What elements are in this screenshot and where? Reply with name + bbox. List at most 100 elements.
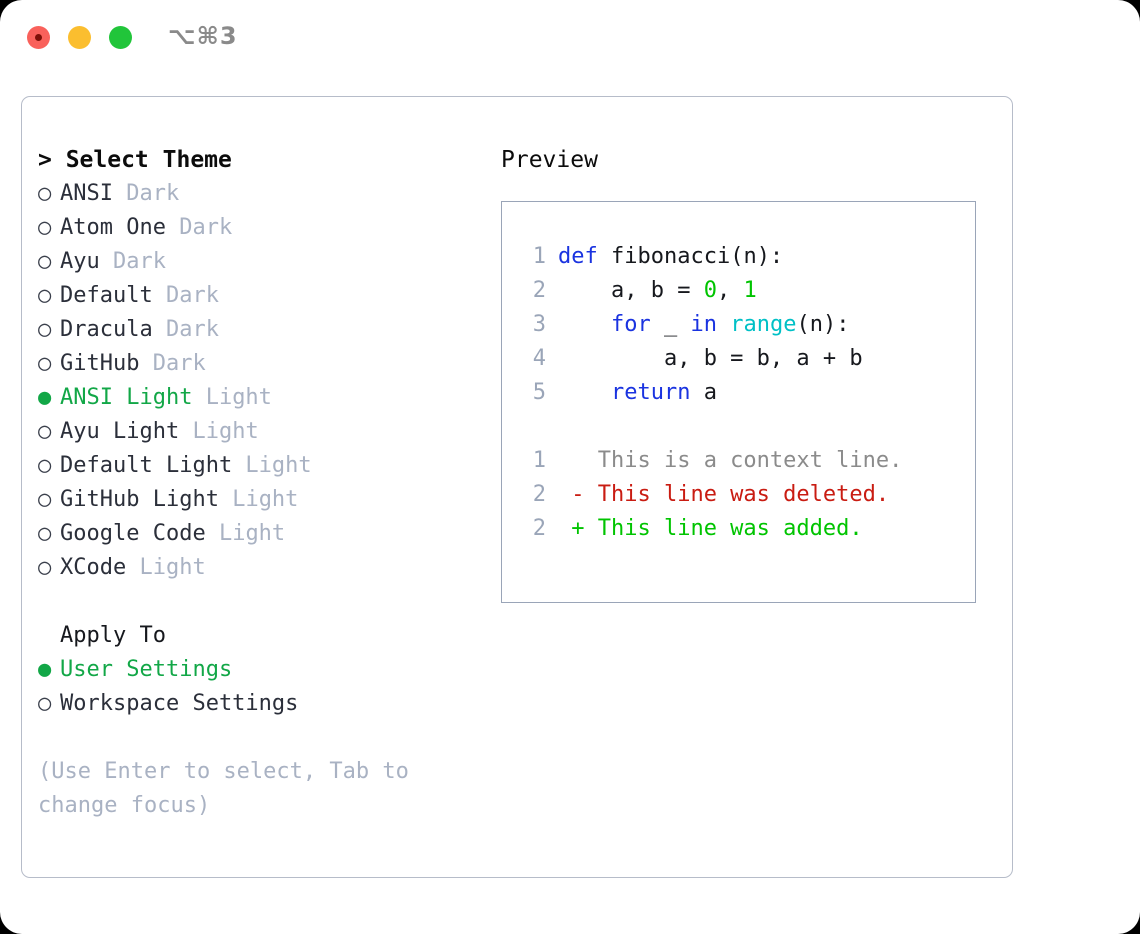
theme-option-tag: Light bbox=[192, 385, 272, 410]
maximize-button[interactable] bbox=[109, 26, 132, 49]
theme-option-3[interactable]: ○Default Dark bbox=[38, 279, 478, 313]
code-line-text: def fibonacci(n): bbox=[558, 240, 783, 274]
theme-option-4[interactable]: ○Dracula Dark bbox=[38, 313, 478, 347]
diff-line-text: This is a context line. bbox=[558, 448, 903, 473]
theme-option-tag: Light bbox=[218, 487, 299, 512]
code-token: (n): bbox=[796, 312, 850, 337]
theme-option-0[interactable]: ○ ANSI Dark bbox=[38, 177, 478, 211]
diff-sample: 1 This is a context line. 2 - This line w… bbox=[516, 444, 975, 546]
traffic-lights bbox=[27, 26, 132, 49]
theme-option-name: Default Light bbox=[60, 453, 233, 478]
diff-line-number: 1 bbox=[532, 448, 546, 473]
apply-to-option-1[interactable]: ○ Workspace Settings bbox=[38, 687, 478, 721]
theme-option-name: XCode bbox=[60, 555, 127, 580]
code-line-number: 2 bbox=[532, 278, 546, 303]
code-token: in bbox=[690, 312, 717, 337]
radio-unselected-icon: ○ bbox=[38, 317, 52, 342]
apply-to-list: ● User Settings ○ Workspace Settings bbox=[38, 653, 478, 721]
code-token: def bbox=[558, 244, 598, 269]
theme-option-2[interactable]: ○Ayu Dark bbox=[38, 245, 478, 279]
theme-option-name: ANSI bbox=[60, 181, 113, 206]
theme-option-6[interactable]: ● ANSI Light Light bbox=[38, 381, 478, 415]
radio-unselected-icon: ○ bbox=[38, 215, 52, 240]
theme-option-tag: Light bbox=[232, 453, 312, 478]
code-line-number: 4 bbox=[532, 346, 546, 371]
theme-option-tag: Light bbox=[205, 521, 286, 546]
code-token: 0 bbox=[703, 278, 717, 303]
theme-option-9[interactable]: ○ GitHub Light Light bbox=[38, 483, 478, 517]
code-line-number: 1 bbox=[532, 244, 546, 269]
preview-title: Preview bbox=[501, 147, 598, 173]
radio-unselected-icon: ○ bbox=[38, 351, 52, 376]
code-token: return bbox=[610, 380, 691, 405]
keyboard-hint: (Use Enter to select, Tab to change focu… bbox=[38, 759, 423, 818]
theme-option-tag: Dark bbox=[165, 215, 233, 240]
theme-option-name: GitHub bbox=[60, 351, 140, 376]
theme-option-tag: Dark bbox=[139, 351, 206, 376]
diff-line-number: 2 bbox=[532, 482, 546, 507]
radio-selected-icon: ● bbox=[38, 385, 52, 410]
theme-option-tag: Dark bbox=[112, 181, 180, 206]
apply-to-option-name: User Settings bbox=[60, 657, 233, 682]
theme-option-5[interactable]: ○ GitHub Dark bbox=[38, 347, 478, 381]
code-line-text: return a bbox=[558, 376, 717, 410]
radio-unselected-icon: ○ bbox=[38, 283, 52, 308]
code-token bbox=[558, 312, 611, 337]
theme-option-tag: Dark bbox=[99, 249, 166, 274]
theme-option-tag: Light bbox=[126, 555, 206, 580]
code-token: fibonacci(n): bbox=[597, 244, 784, 269]
code-token: a bbox=[690, 380, 717, 405]
code-line-4: 5 return a bbox=[516, 376, 975, 410]
theme-option-7[interactable]: ○Ayu Light Light bbox=[38, 415, 478, 449]
code-line-2: 3 for _ in range(n): bbox=[516, 308, 975, 342]
theme-option-name: ANSI Light bbox=[60, 385, 193, 410]
theme-option-tag: Light bbox=[179, 419, 259, 444]
code-token: range bbox=[730, 312, 797, 337]
code-line-text: for _ in range(n): bbox=[558, 308, 849, 342]
list-spacer bbox=[38, 585, 478, 619]
code-token: for bbox=[610, 312, 651, 337]
diff-line-0: 1 This is a context line. bbox=[516, 444, 975, 478]
radio-unselected-icon: ○ bbox=[38, 181, 52, 206]
code-line-text: a, b = 0, 1 bbox=[558, 274, 757, 308]
theme-picker-column: > Select Theme ○ANSI Dark○Atom One Dark○… bbox=[38, 143, 478, 823]
radio-selected-icon: ● bbox=[38, 657, 52, 682]
theme-option-name: Ayu bbox=[60, 249, 100, 274]
code-line-0: 1 def fibonacci(n): bbox=[516, 240, 975, 274]
code-line-number: 3 bbox=[532, 312, 546, 337]
close-button[interactable] bbox=[27, 26, 50, 49]
diff-line-2: 2 + This line was added. bbox=[516, 512, 975, 546]
minimize-button[interactable] bbox=[68, 26, 91, 49]
theme-option-1[interactable]: ○Atom One Dark bbox=[38, 211, 478, 245]
radio-unselected-icon: ○ bbox=[38, 487, 52, 512]
theme-list: ○ANSI Dark○Atom One Dark○Ayu Dark○Defaul… bbox=[38, 177, 478, 585]
radio-unselected-icon: ○ bbox=[38, 691, 52, 716]
theme-option-name: Google Code bbox=[60, 521, 206, 546]
theme-option-8[interactable]: ○Default Light Light bbox=[38, 449, 478, 483]
radio-unselected-icon: ○ bbox=[38, 521, 52, 546]
radio-unselected-icon: ○ bbox=[38, 555, 52, 580]
diff-line-text: - This line was deleted. bbox=[558, 482, 890, 507]
keyboard-shortcut-label: ⌥⌘3 bbox=[168, 22, 238, 50]
theme-option-tag: Dark bbox=[152, 283, 219, 308]
code-line-text: a, b = b, a + b bbox=[558, 342, 863, 376]
code-token: , bbox=[716, 278, 744, 303]
theme-option-name: Ayu Light bbox=[60, 419, 180, 444]
diff-line-number: 2 bbox=[532, 516, 546, 541]
theme-option-name: GitHub Light bbox=[60, 487, 219, 512]
title-bar: ⌥⌘3 bbox=[0, 0, 1140, 76]
theme-option-11[interactable]: ○ XCode Light bbox=[38, 551, 478, 585]
theme-option-10[interactable]: ○ Google Code Light bbox=[38, 517, 478, 551]
code-token: a, b = b, a + b bbox=[558, 346, 863, 371]
code-token: a, b = bbox=[558, 278, 704, 303]
code-token bbox=[717, 312, 730, 337]
select-theme-header: > Select Theme bbox=[38, 147, 232, 173]
apply-to-option-name: Workspace Settings bbox=[60, 691, 299, 716]
theme-option-tag: Dark bbox=[152, 317, 219, 342]
main-panel: > Select Theme ○ANSI Dark○Atom One Dark○… bbox=[21, 96, 1013, 878]
apply-to-option-0[interactable]: ● User Settings bbox=[38, 653, 478, 687]
